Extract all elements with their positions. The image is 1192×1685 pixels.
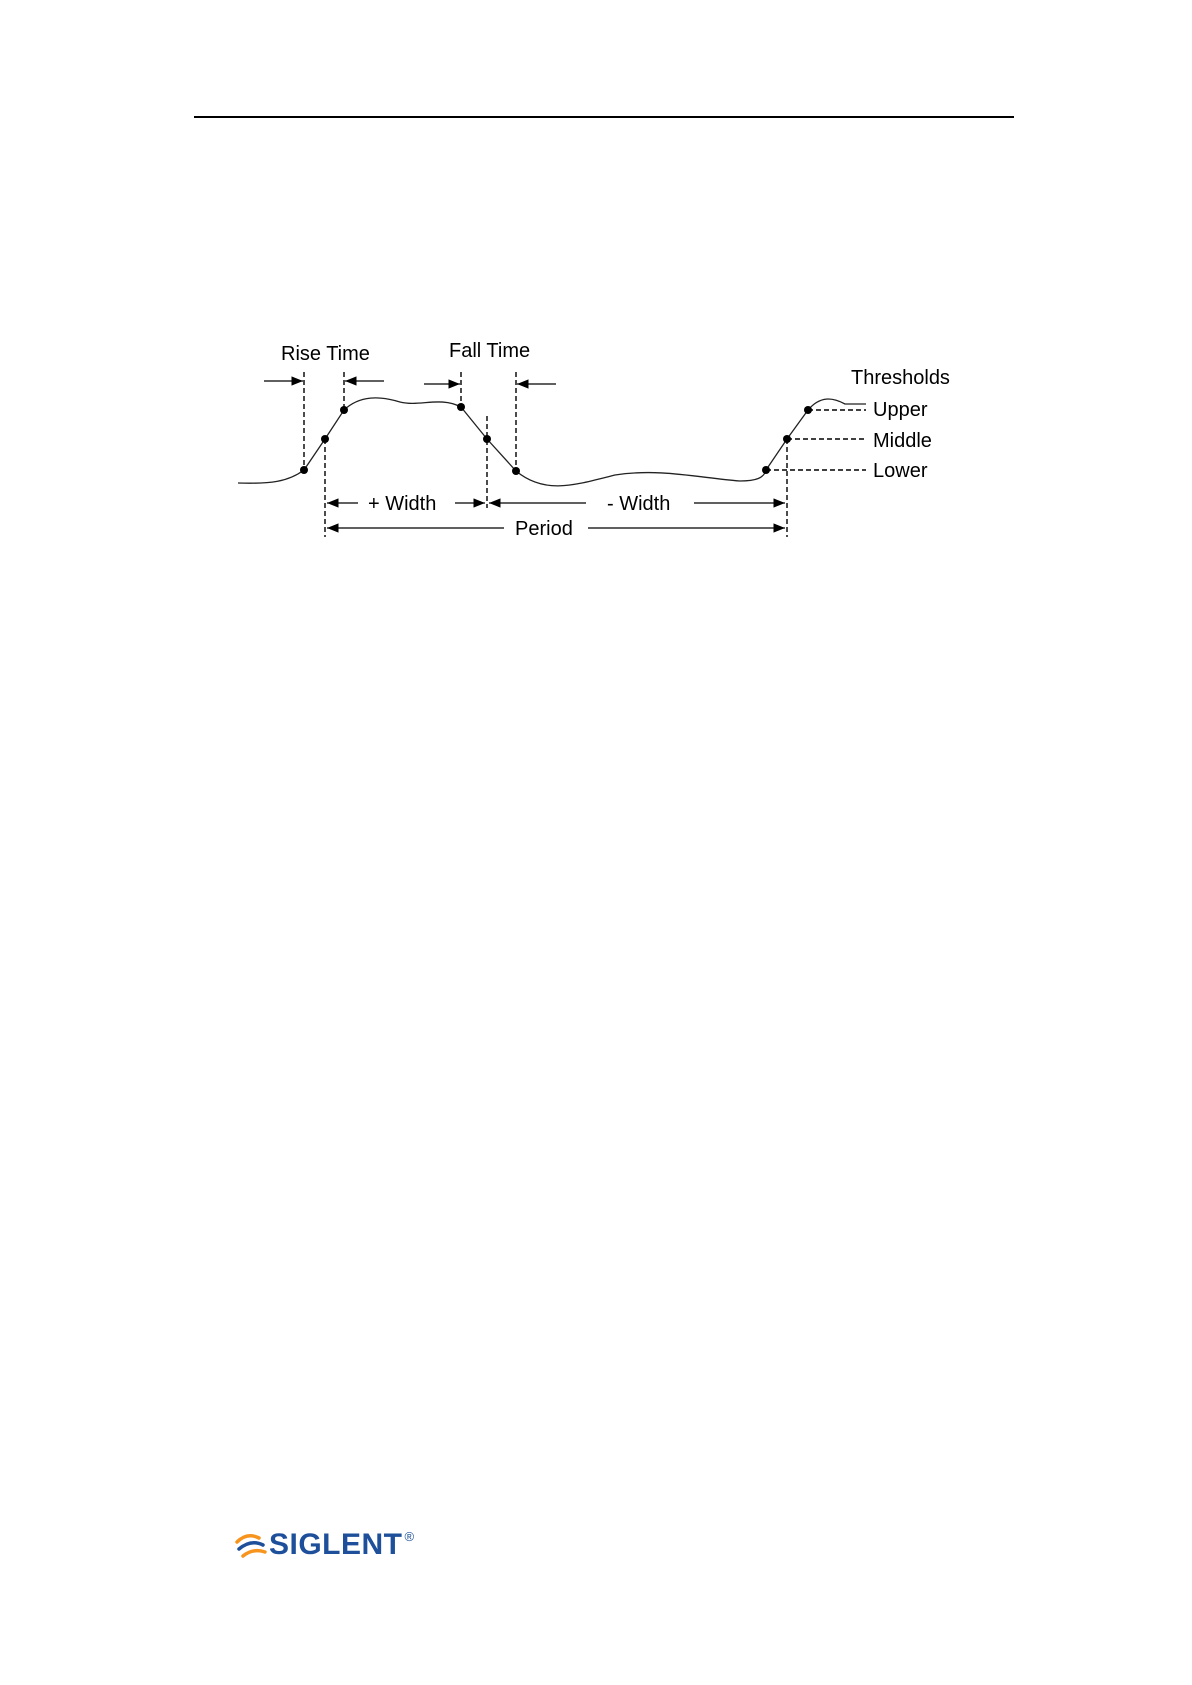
lower-label: Lower <box>873 460 928 482</box>
plus-width-label: + Width <box>368 493 436 515</box>
thresholds-label: Thresholds <box>851 367 950 389</box>
middle-label: Middle <box>873 430 932 452</box>
registered-mark: ® <box>405 1529 415 1544</box>
upper-label: Upper <box>873 399 928 421</box>
minus-width-label: - Width <box>607 493 670 515</box>
siglent-logo: SIGLENT ® <box>233 1530 414 1560</box>
logo-wordmark: SIGLENT <box>269 1530 403 1560</box>
rise-time-label: Rise Time <box>281 343 370 365</box>
fall-time-label: Fall Time <box>449 340 530 362</box>
waveform-curve <box>238 398 866 486</box>
siglent-swirl-icon <box>233 1530 269 1560</box>
period-label: Period <box>515 518 573 540</box>
